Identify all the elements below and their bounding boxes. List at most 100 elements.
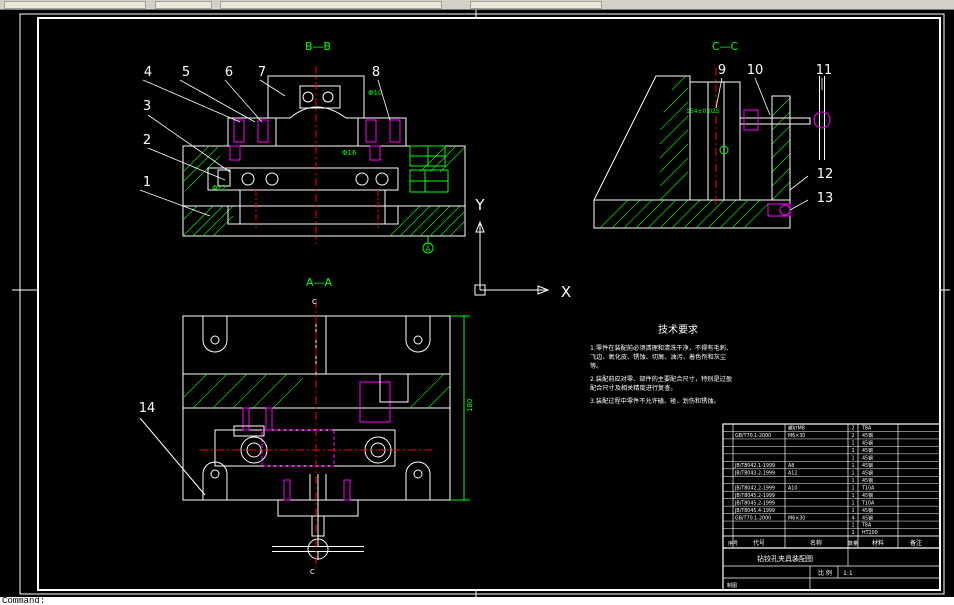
bom-cell: 1 — [851, 470, 854, 476]
bom-cell: 1 — [851, 448, 854, 454]
balloon-4: 4 — [144, 65, 152, 80]
bom-cell: 45钢 — [862, 507, 873, 514]
design-label: 制图 — [727, 582, 737, 589]
bom-header-mat: 材料 — [872, 539, 884, 547]
bom-cell: T10A — [861, 485, 875, 491]
toolbar-field[interactable] — [220, 1, 442, 9]
leaders-bb — [139, 79, 391, 217]
view-cc — [593, 68, 831, 229]
scale-label: 比 例 — [818, 569, 832, 577]
balloon-9: 9 — [718, 63, 726, 78]
toolbar-field[interactable] — [470, 1, 602, 9]
bom-cell: 45钢 — [862, 477, 873, 484]
dim-label: 154±0.025 — [686, 108, 720, 115]
bom-cell: 1 — [851, 523, 854, 529]
bom-cell: HT200 — [862, 530, 878, 536]
bom-cell: 1 — [851, 441, 854, 447]
bom-cell: JB/T8045.4-1999 — [734, 508, 775, 514]
bom-header-code: 代号 — [753, 539, 765, 547]
cad-drawing[interactable]: B—B C—C A—A — [0, 9, 954, 597]
drawing-title: 钻铰孔夹具装配图 — [757, 554, 813, 563]
bom-cell: 1 — [851, 463, 854, 469]
dim-label: Φ10 — [368, 89, 382, 97]
bom-cell: JB/T8045.2-1999 — [734, 493, 775, 499]
bom-cell: 45钢 — [862, 462, 873, 469]
balloon-6: 6 — [225, 65, 233, 80]
tech-notes: 技术要求 1.零件在装配前必须清理和清洗干净，不得有毛刺、 飞边、氧化皮、锈蚀、… — [590, 323, 732, 405]
datum-label: A — [426, 245, 431, 253]
balloon-12: 12 — [817, 167, 834, 182]
bom-cell: T8A — [861, 523, 872, 529]
bom-cell: A8 — [788, 463, 794, 469]
view-bb — [182, 66, 466, 254]
bom-cell: 1 — [851, 478, 854, 484]
tech-title: 技术要求 — [658, 323, 698, 336]
bom-cell: A12 — [788, 470, 797, 476]
command-line[interactable]: Command: — [0, 597, 954, 605]
tech-line: 等。 — [590, 362, 602, 370]
bom-cell: JB/T8042.2-1999 — [734, 485, 775, 491]
view-label-aa: A—A — [306, 276, 333, 289]
bom-cell: JB/T8042.1-1999 — [734, 463, 775, 469]
axis-x-label: X — [561, 283, 571, 301]
bom-header-no: 序号 — [728, 540, 738, 547]
ucs-icon — [474, 220, 550, 296]
view-label-cc: C—C — [712, 40, 739, 53]
balloon-14: 14 — [139, 401, 156, 416]
dim-label: 180 — [466, 399, 474, 412]
dim-label: Φ16 — [342, 149, 357, 157]
bom-cell: 螺钉M8 — [788, 425, 805, 432]
balloon-2: 2 — [143, 133, 151, 148]
bom-cell: 1 — [851, 485, 854, 491]
bom-cell: GB/T70.1-2000 — [735, 515, 771, 521]
bom-cell: A10 — [788, 485, 797, 491]
bom-cell: 1 — [851, 500, 854, 506]
balloon-8: 8 — [372, 65, 380, 80]
balloon-13: 13 — [817, 191, 834, 206]
balloon-11: 11 — [816, 63, 833, 78]
view-label-bb: B—B — [305, 40, 331, 53]
axis-y-label: Y — [474, 196, 485, 214]
bom-cell: 45钢 — [862, 447, 873, 454]
toolbar-field[interactable] — [155, 1, 212, 9]
bom-header-remark: 备注 — [910, 539, 922, 547]
bom-cell: 4 — [851, 515, 854, 521]
bom-cell: T10A — [861, 500, 875, 506]
bom-cell: 1 — [851, 530, 854, 536]
balloon-5: 5 — [182, 65, 190, 80]
dim-label: Φ12 — [212, 184, 226, 192]
balloon-3: 3 — [143, 99, 151, 114]
balloon-7: 7 — [258, 65, 266, 80]
bom-cell: T8A — [861, 426, 872, 432]
bom-cell: 45钢 — [862, 514, 873, 521]
balloon-1: 1 — [143, 175, 151, 190]
scale-value: 1:1 — [843, 570, 853, 577]
tech-line: 3.装配过程中零件不允许磕、碰、划伤和锈蚀。 — [590, 397, 720, 405]
bom-cell: 1 — [851, 456, 854, 462]
bom-cell: 2 — [851, 433, 854, 439]
bom-cell: M6×30 — [788, 515, 805, 521]
tech-line: 飞边、氧化皮、锈蚀、切屑、油污、着色剂和灰尘 — [590, 353, 726, 361]
drawing-frame — [12, 10, 950, 597]
bom-cell: 45钢 — [862, 455, 873, 462]
bom-cell: JB/T8043.2-1999 — [734, 470, 775, 476]
bom-cell: 45钢 — [862, 492, 873, 499]
window-toolbar — [0, 0, 954, 10]
bom-cell: 1 — [851, 493, 854, 499]
toolbar-field[interactable] — [4, 1, 146, 9]
bom-cell: 45钢 — [862, 432, 873, 439]
bom-cell: GB/T70.1-2000 — [735, 433, 771, 439]
bom-cell: 45钢 — [862, 469, 873, 476]
bom-cell: M6×30 — [788, 433, 805, 439]
tech-line: 1.零件在装配前必须清理和清洗干净，不得有毛刺、 — [590, 344, 732, 352]
leaders-cc — [715, 77, 823, 211]
tech-line: 配合尺寸及相关精度进行复查。 — [590, 384, 677, 392]
bom-header-qty: 数量 — [848, 540, 858, 547]
bom-cell: 45钢 — [862, 440, 873, 447]
section-mark: C — [310, 568, 315, 576]
tech-line: 2.装配前应对零、部件的主要配合尺寸，特别是过盈 — [590, 375, 732, 383]
bom-cell: JB/T8045.2-1999 — [734, 500, 775, 506]
section-mark: C — [312, 298, 317, 306]
bom-table — [722, 423, 941, 591]
